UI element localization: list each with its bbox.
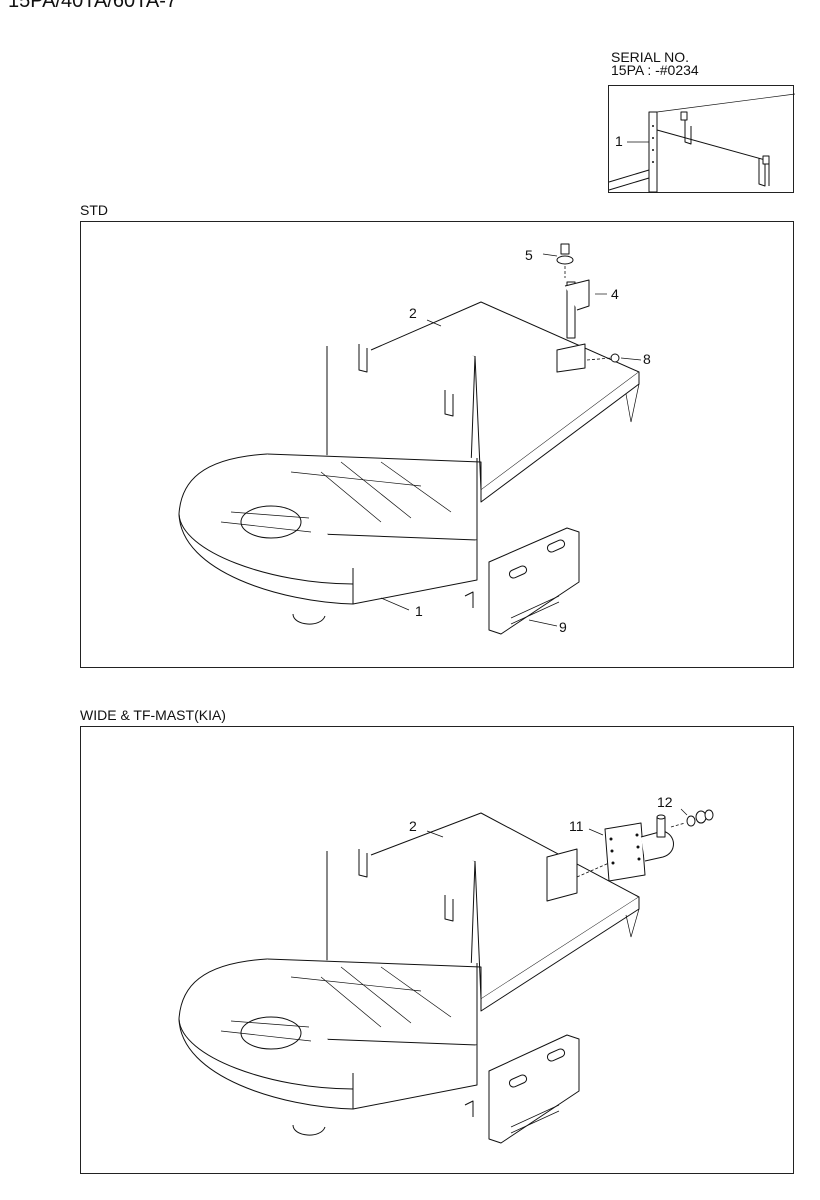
std-callout-1: 1 bbox=[415, 603, 423, 619]
wide-motor-opening bbox=[240, 1016, 302, 1050]
std-callout-5: 5 bbox=[525, 247, 533, 263]
serial-inset-frame: 1 bbox=[608, 85, 796, 193]
wide-bracket bbox=[488, 1034, 580, 1144]
wide-washer-12 bbox=[686, 815, 696, 827]
std-drawing: 5 4 2 8 1 9 bbox=[178, 243, 651, 635]
std-hitch-pin bbox=[566, 281, 576, 339]
std-motor-opening bbox=[240, 505, 302, 539]
std-wheel bbox=[292, 613, 326, 625]
std-diagram-frame: 5 4 2 8 1 9 bbox=[80, 221, 794, 668]
wide-diagram-frame: 12 11 2 bbox=[80, 726, 794, 1174]
std-callout-2: 2 bbox=[409, 305, 417, 321]
inset-hook-edge bbox=[656, 129, 770, 186]
std-callout-4: 4 bbox=[611, 286, 619, 302]
serial-number-label: SERIAL NO. bbox=[611, 49, 690, 65]
wide-callout-12: 12 bbox=[657, 794, 673, 810]
std-bolt-head bbox=[556, 255, 574, 265]
inset-side-plate bbox=[648, 111, 658, 193]
inset-top-edge bbox=[656, 93, 796, 113]
std-bracket-9 bbox=[488, 527, 580, 635]
wide-bolt-12 bbox=[695, 810, 707, 824]
inset-hook-left bbox=[684, 116, 692, 145]
model-title: 15PA/40TA/60TA-7 bbox=[8, 0, 177, 12]
wide-callout-11: 11 bbox=[569, 818, 584, 834]
wide-mounting-plate-11 bbox=[604, 822, 646, 882]
std-section-label: STD bbox=[80, 202, 108, 218]
std-callout-8: 8 bbox=[643, 351, 651, 367]
serial-number-range: 15PA : -#0234 bbox=[611, 62, 699, 78]
wide-plate-on-deck bbox=[546, 848, 578, 902]
wide-section-label: WIDE & TF-MAST(KIA) bbox=[80, 707, 226, 723]
inset-drawing: 1 bbox=[608, 93, 796, 193]
wide-callout-2: 2 bbox=[409, 818, 417, 834]
inset-callout-1: 1 bbox=[615, 133, 623, 149]
inset-hook-right bbox=[758, 158, 766, 187]
wide-drawing: 12 11 2 bbox=[178, 794, 714, 1144]
std-hitch-latch bbox=[564, 279, 590, 311]
wide-wheel bbox=[292, 1124, 326, 1136]
std-callout-9: 9 bbox=[559, 619, 567, 635]
std-nut-8 bbox=[610, 353, 620, 363]
std-pin-plate bbox=[556, 343, 586, 373]
